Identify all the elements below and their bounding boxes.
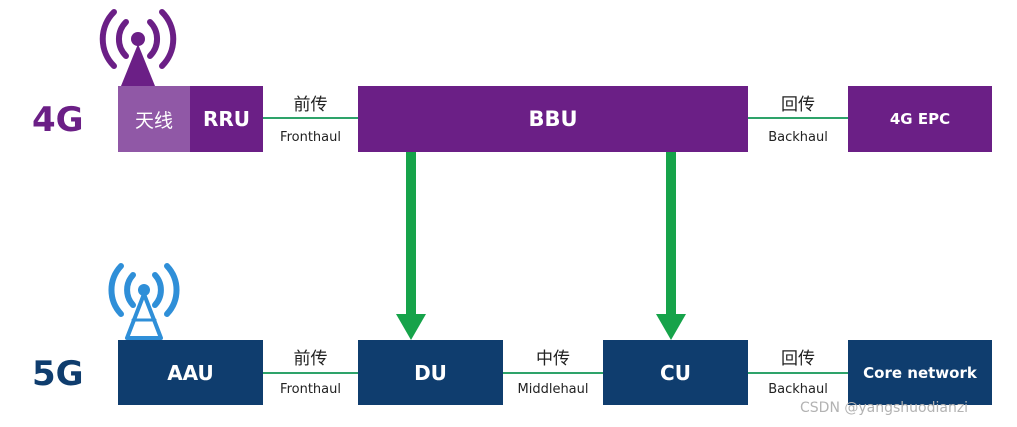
fronthaul-cn-label-4g: 前传 [293, 95, 328, 115]
fronthaul-en-label-4g: Fronthaul [280, 130, 341, 145]
cu-box: CU [603, 340, 748, 405]
arrow-bbu-to-du [396, 152, 426, 340]
antenna-label-box: 天线 [118, 86, 190, 152]
backhaul-cn-label-5g: 回传 [781, 349, 815, 369]
generation-label-5g: 5G [32, 354, 84, 394]
backhaul-en-label-4g: Backhaul [768, 130, 828, 145]
du-box: DU [358, 340, 503, 405]
epc-box: 4G EPC [848, 86, 992, 152]
watermark: CSDN @yangshuodianzi [800, 400, 969, 416]
antenna-tower-icon-5g [108, 263, 180, 340]
middlehaul-en-label: Middlehaul [517, 382, 589, 397]
fronthaul-link-4g [263, 117, 358, 119]
bbu-box: BBU [358, 86, 748, 152]
middlehaul-link-5g [503, 372, 603, 374]
fronthaul-link-5g [263, 372, 358, 374]
arrow-bbu-to-cu [656, 152, 686, 340]
middlehaul-cn-label: 中传 [536, 349, 570, 369]
aau-box: AAU [118, 340, 263, 405]
antenna-tower-icon-4g [99, 9, 177, 86]
core-network-box: Core network [848, 340, 992, 405]
backhaul-link-4g [748, 117, 848, 119]
fronthaul-en-label-5g: Fronthaul [280, 382, 341, 397]
generation-label-4g: 4G [32, 100, 84, 140]
backhaul-link-5g [748, 372, 848, 374]
fronthaul-cn-label-5g: 前传 [293, 349, 328, 369]
backhaul-en-label-5g: Backhaul [768, 382, 828, 397]
backhaul-cn-label-4g: 回传 [781, 95, 815, 115]
rru-box: RRU [190, 86, 263, 152]
